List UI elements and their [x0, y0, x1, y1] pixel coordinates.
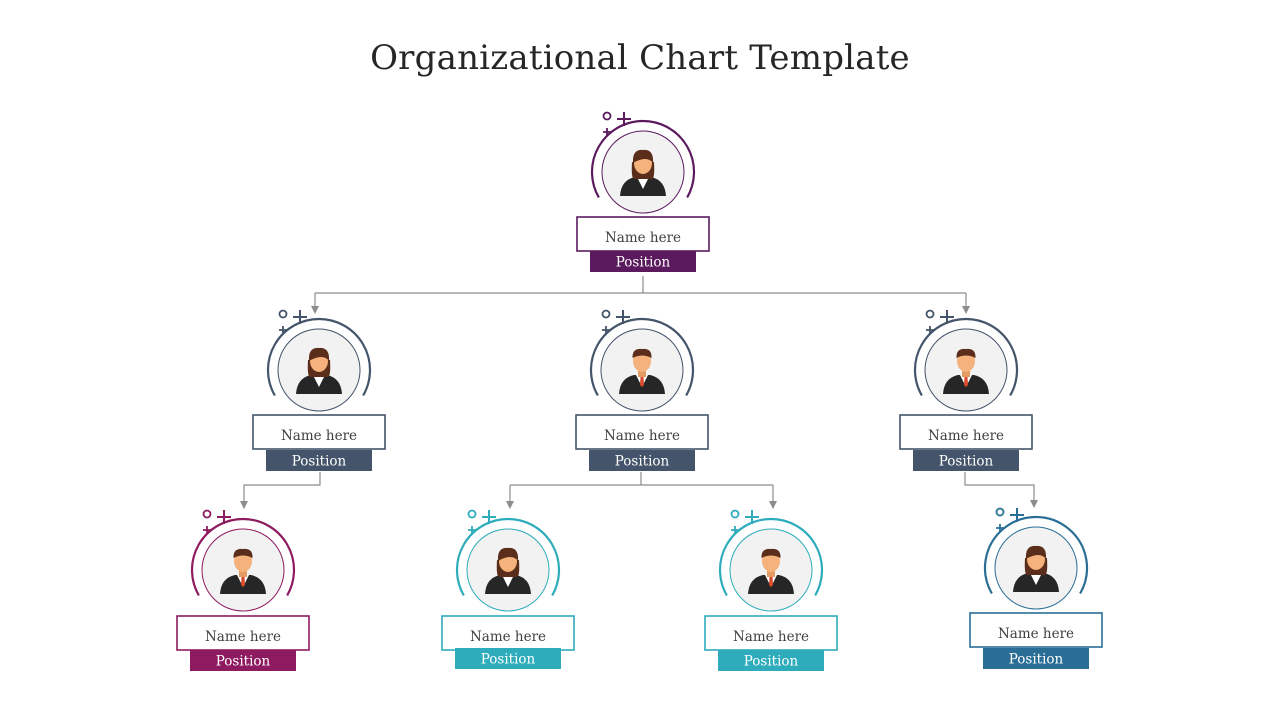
outer-ring: [913, 317, 1019, 397]
name-box: [704, 615, 838, 651]
chart-title: Organizational Chart Template: [370, 38, 910, 78]
node-name: Name here: [605, 230, 681, 246]
connector-arrow: [311, 306, 319, 314]
connector-line: [964, 472, 1035, 507]
shirt: [313, 375, 325, 387]
neck: [962, 370, 970, 377]
node-position: Position: [744, 654, 799, 670]
position-bar: [718, 650, 824, 671]
node-position: Position: [292, 454, 347, 470]
name-box: [252, 414, 386, 450]
node-name: Name here: [998, 626, 1074, 642]
tie: [964, 377, 968, 387]
position-bar: [983, 648, 1089, 669]
position-bar: [913, 450, 1019, 471]
hair-top: [233, 548, 253, 558]
node-name: Name here: [604, 428, 680, 444]
position-bar: [266, 450, 372, 471]
node-name: Name here: [733, 629, 809, 645]
name-box: [176, 615, 310, 651]
neck: [767, 570, 775, 577]
node-position: Position: [616, 255, 671, 271]
tie: [241, 577, 245, 587]
decor-circle-icon: [925, 309, 935, 319]
decor-circle-icon: [278, 309, 288, 319]
node-position: Position: [615, 454, 670, 470]
connector-arrow: [962, 306, 970, 314]
connector-arrow: [769, 501, 777, 509]
position-bar: [589, 450, 695, 471]
name-box: [969, 612, 1103, 648]
male-person-icon: [748, 548, 794, 594]
connector-line: [243, 472, 321, 508]
neck: [638, 370, 646, 377]
hair-top: [497, 547, 519, 561]
node-name: Name here: [928, 428, 1004, 444]
decor-circle-icon: [995, 507, 1005, 517]
shirt: [637, 177, 649, 189]
male-person-icon: [619, 348, 665, 394]
female-person-icon: [1013, 545, 1059, 592]
connector-arrow: [240, 501, 248, 509]
female-person-icon: [620, 149, 666, 196]
decor-circle-icon: [467, 509, 477, 519]
hair-top: [956, 348, 976, 358]
female-person-icon: [485, 547, 531, 594]
node-position: Position: [1009, 652, 1064, 668]
hair-top: [632, 149, 654, 163]
connector-arrow: [1030, 500, 1038, 508]
male-person-icon: [943, 348, 989, 394]
outer-ring: [589, 317, 695, 397]
outer-ring: [590, 119, 696, 199]
hair-top: [1025, 545, 1047, 559]
position-bar: [455, 648, 561, 669]
node-position: Position: [216, 654, 271, 670]
decor-circle-icon: [601, 309, 611, 319]
name-box: [575, 414, 709, 450]
name-box: [899, 414, 1033, 450]
hair-top: [308, 347, 330, 361]
female-person-icon: [296, 347, 342, 394]
hair-top: [761, 548, 781, 558]
position-bar: [190, 650, 296, 671]
shirt: [1030, 573, 1042, 585]
shirt: [502, 575, 514, 587]
outer-ring: [718, 517, 824, 597]
tie: [640, 377, 644, 387]
hair-top: [632, 348, 652, 358]
connectors: [240, 276, 1038, 509]
decor-circle-icon: [602, 111, 612, 121]
node-position: Position: [939, 454, 994, 470]
node-position: Position: [481, 652, 536, 668]
tie: [769, 577, 773, 587]
decor-circle-icon: [202, 509, 212, 519]
decor-circle-icon: [730, 509, 740, 519]
outer-ring: [190, 517, 296, 597]
node-name: Name here: [205, 629, 281, 645]
node-name: Name here: [281, 428, 357, 444]
connector-arrow: [506, 501, 514, 509]
outer-ring: [455, 517, 561, 597]
name-box: [441, 615, 575, 651]
outer-ring: [266, 317, 372, 397]
male-person-icon: [220, 548, 266, 594]
position-bar: [590, 251, 696, 272]
node-name: Name here: [470, 629, 546, 645]
neck: [239, 570, 247, 577]
outer-ring: [983, 515, 1089, 595]
